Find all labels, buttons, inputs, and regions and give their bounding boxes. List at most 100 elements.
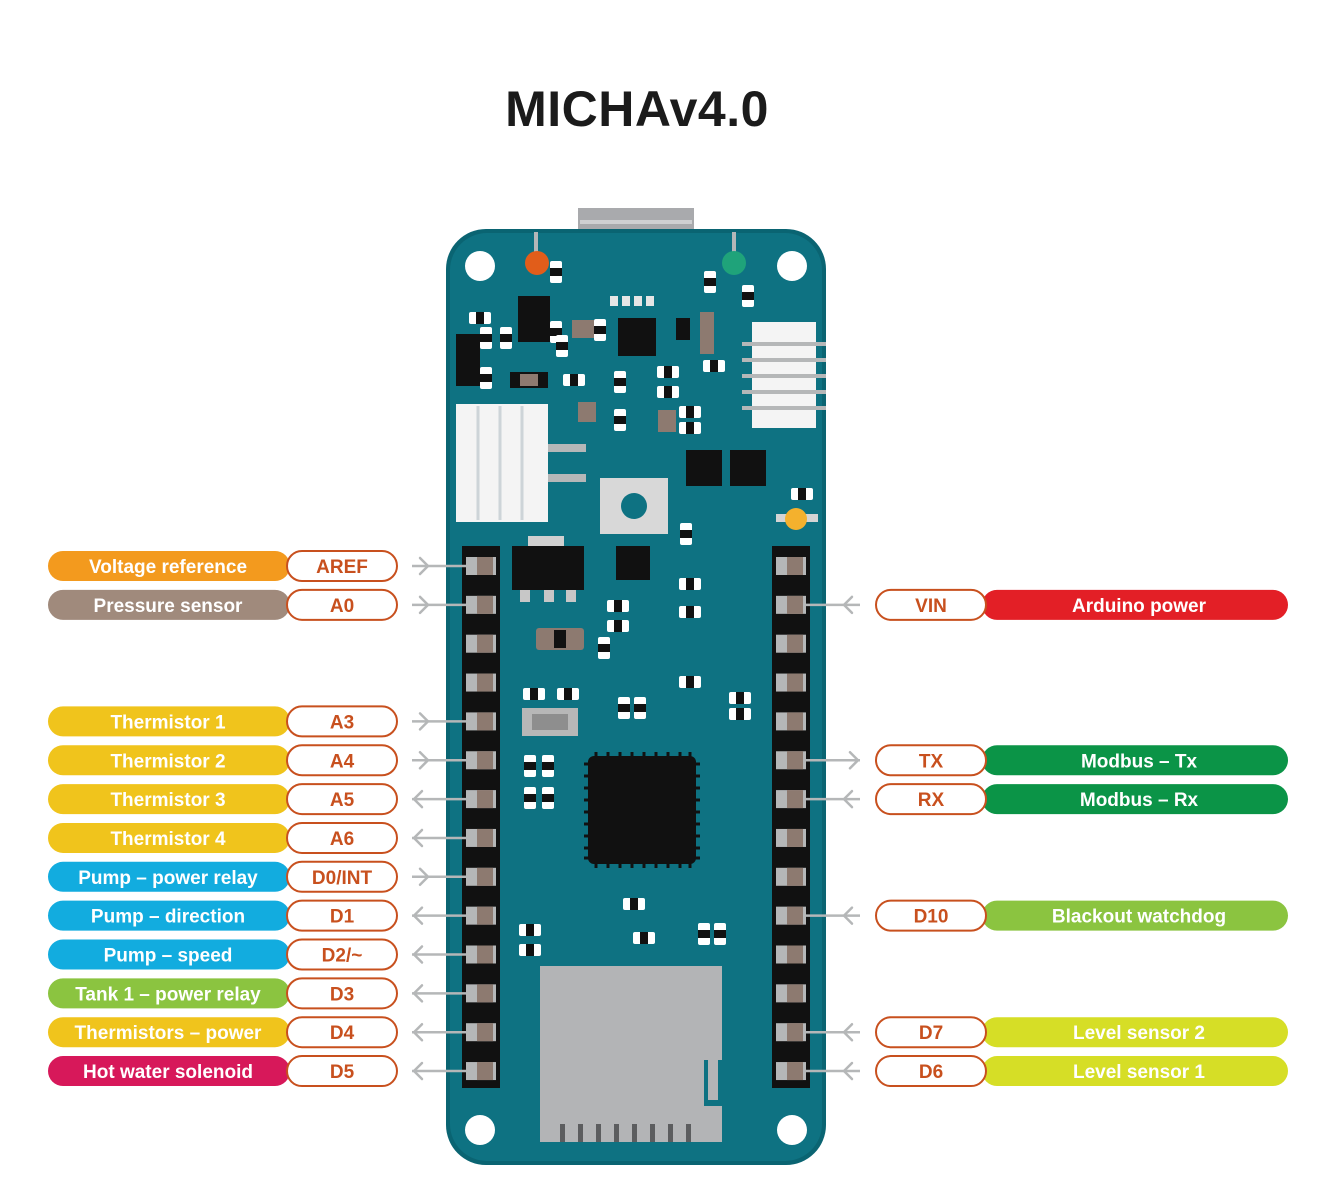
function-pill bbox=[48, 706, 290, 737]
pin-name: AREF bbox=[316, 557, 368, 578]
header-pin-right bbox=[776, 1023, 806, 1042]
header-pin-left bbox=[466, 712, 496, 731]
function-label: Pressure sensor bbox=[94, 596, 244, 617]
header-pin-left bbox=[466, 984, 496, 1003]
pin-name: D5 bbox=[330, 1062, 355, 1083]
pin-name: D0/INT bbox=[312, 868, 373, 889]
pin-name: A3 bbox=[330, 712, 354, 733]
function-label: Blackout watchdog bbox=[1052, 907, 1226, 928]
header-pin-right bbox=[776, 673, 806, 692]
ic-chip bbox=[730, 450, 766, 486]
pin-header-left bbox=[462, 546, 500, 1088]
smd-component bbox=[657, 366, 679, 378]
function-label: Hot water solenoid bbox=[83, 1062, 253, 1083]
function-pill bbox=[48, 1017, 290, 1048]
function-label: Tank 1 – power relay bbox=[75, 984, 261, 1005]
pin-pill bbox=[286, 588, 398, 621]
smd-component bbox=[614, 409, 626, 431]
smd-component bbox=[523, 688, 545, 700]
ic-chip bbox=[618, 318, 656, 356]
smd-component bbox=[634, 697, 646, 719]
pin-label-left: Thermistor 1 A3 bbox=[48, 705, 466, 738]
smd-component bbox=[542, 787, 554, 809]
pin-pill bbox=[286, 860, 398, 893]
function-pill bbox=[982, 589, 1288, 620]
pin-name: D2/~ bbox=[322, 946, 363, 967]
function-pill bbox=[48, 589, 290, 620]
ic-chip bbox=[616, 546, 650, 580]
mounting-holes bbox=[465, 251, 807, 1145]
pin-name: D4 bbox=[330, 1023, 355, 1044]
mounting-hole bbox=[777, 1115, 807, 1145]
function-label: Thermistor 4 bbox=[110, 829, 226, 850]
header-pins bbox=[466, 557, 806, 1081]
function-label: Modbus – Rx bbox=[1080, 790, 1199, 811]
pin-header-right bbox=[772, 546, 810, 1088]
pin-label-left: Pump – speed D2/~ bbox=[48, 938, 466, 971]
smd-component bbox=[607, 600, 629, 612]
smd-component bbox=[563, 374, 585, 386]
white-header-left bbox=[456, 404, 548, 522]
header-pin-left bbox=[466, 673, 496, 692]
smd-component bbox=[469, 312, 491, 324]
smd-component bbox=[679, 676, 701, 688]
ic-chip bbox=[456, 334, 480, 386]
smd-component bbox=[542, 755, 554, 777]
function-label: Arduino power bbox=[1072, 596, 1207, 617]
smd-component bbox=[614, 371, 626, 393]
pin-name: D1 bbox=[330, 907, 355, 928]
mounting-hole bbox=[777, 251, 807, 281]
pin-pill bbox=[286, 938, 398, 971]
pin-name: A6 bbox=[330, 829, 354, 850]
smd-component bbox=[598, 637, 610, 659]
smd-component bbox=[742, 285, 754, 307]
smd-component bbox=[556, 335, 568, 357]
pin-name: VIN bbox=[915, 596, 947, 617]
function-label: Pump – speed bbox=[104, 946, 233, 967]
pin-pill bbox=[875, 1055, 987, 1088]
function-pill bbox=[48, 1056, 290, 1087]
smd-component bbox=[704, 271, 716, 293]
pin-pill bbox=[286, 1055, 398, 1088]
ic-chip bbox=[686, 450, 722, 486]
pin-pill bbox=[875, 744, 987, 777]
header-pin-right bbox=[776, 906, 806, 925]
header-pin-right bbox=[776, 634, 806, 653]
smd-component bbox=[524, 755, 536, 777]
function-pill bbox=[48, 822, 290, 853]
header-pin-right bbox=[776, 712, 806, 731]
pin-pill bbox=[875, 899, 987, 932]
smd-component bbox=[698, 923, 710, 945]
header-pin-left bbox=[466, 945, 496, 964]
smd-component bbox=[679, 406, 701, 418]
ic-chip bbox=[518, 296, 550, 342]
pin-label-left: Thermistor 4 A6 bbox=[48, 821, 466, 854]
header-pin-left bbox=[466, 906, 496, 925]
header-pin-right bbox=[776, 867, 806, 886]
header-pin-left bbox=[466, 634, 496, 653]
smd-component bbox=[633, 932, 655, 944]
smd-component bbox=[519, 944, 541, 956]
led-orange bbox=[525, 251, 549, 275]
function-label: Thermistor 1 bbox=[110, 712, 226, 733]
pin-pill bbox=[286, 705, 398, 738]
smd-component bbox=[679, 578, 701, 590]
pin-label-right: Level sensor 1D6 bbox=[806, 1055, 1288, 1088]
smd-component bbox=[680, 523, 692, 545]
arduino-board bbox=[446, 208, 826, 1165]
page-title: MICHAv4.0 bbox=[505, 81, 769, 137]
pin-pill bbox=[875, 588, 987, 621]
pin-name: D10 bbox=[914, 907, 949, 928]
pin-pill bbox=[286, 783, 398, 816]
sd-card-slot bbox=[540, 966, 722, 1142]
smd-component bbox=[500, 327, 512, 349]
pin-pill bbox=[286, 744, 398, 777]
function-pill bbox=[48, 551, 290, 581]
function-label: Pump – direction bbox=[91, 907, 245, 928]
smd-component bbox=[679, 606, 701, 618]
header-pin-left bbox=[466, 751, 496, 770]
